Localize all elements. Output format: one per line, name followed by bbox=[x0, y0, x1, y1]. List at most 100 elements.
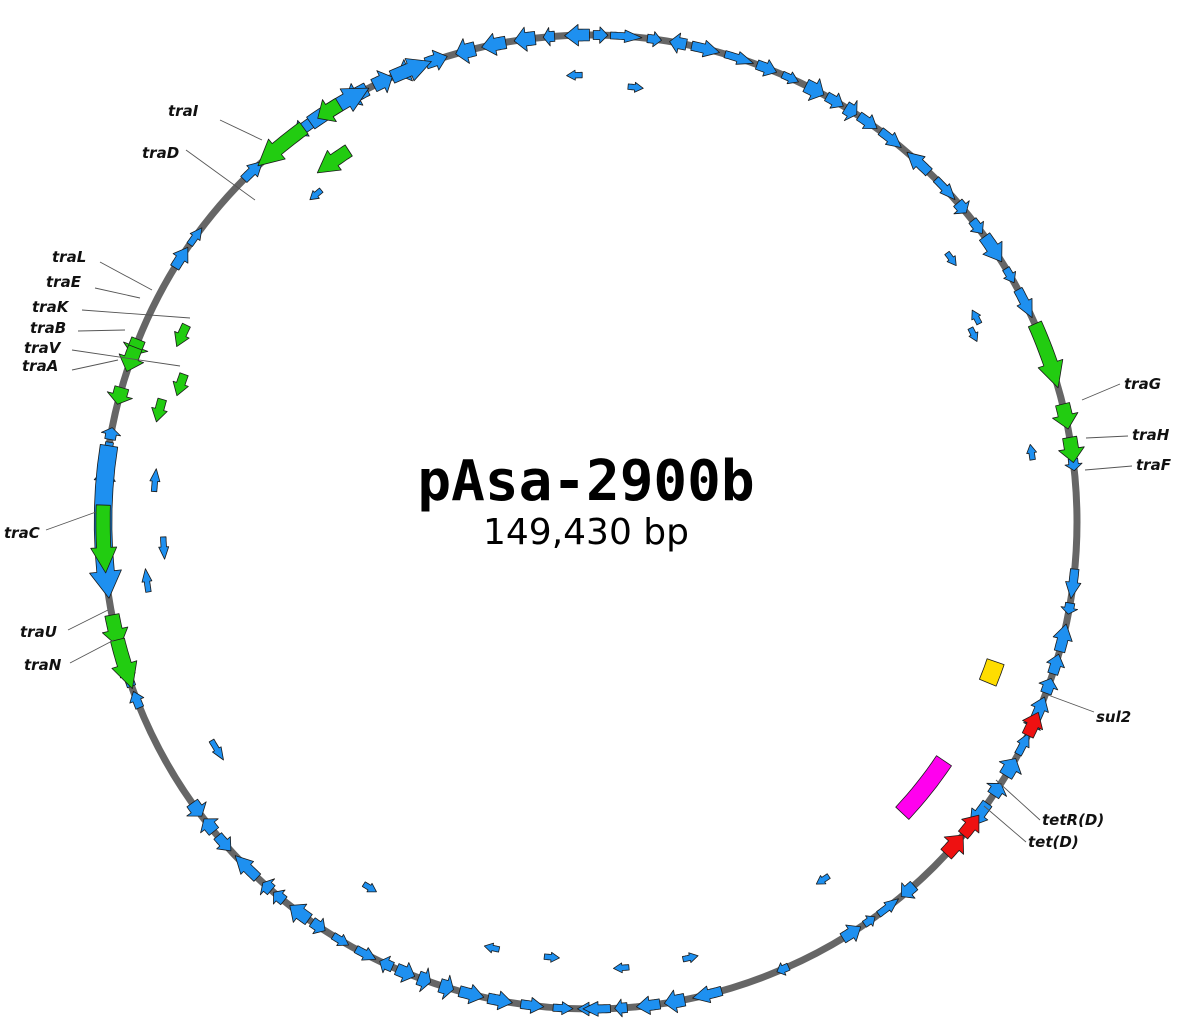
cds-arrow bbox=[353, 945, 377, 961]
inner-cds-arrow bbox=[627, 81, 644, 93]
gene-label-traC: traC bbox=[4, 524, 40, 542]
gene-label-traI: traI bbox=[168, 102, 199, 120]
cds-arrow bbox=[129, 691, 145, 710]
tra-gene-arrow bbox=[317, 98, 344, 122]
cds-arrow bbox=[1002, 266, 1016, 284]
magenta-feature-block bbox=[895, 755, 952, 820]
cds-arrow bbox=[186, 227, 203, 247]
cds-arrow bbox=[455, 38, 477, 64]
gene-label-traE: traE bbox=[46, 273, 82, 291]
cds-arrow bbox=[690, 40, 720, 58]
cds-arrow bbox=[780, 71, 799, 85]
gene-label-traD: traD bbox=[142, 144, 179, 162]
cds-arrow bbox=[101, 427, 121, 441]
cds-arrow bbox=[273, 889, 288, 906]
gene-label-traG: traG bbox=[1124, 375, 1161, 393]
cds-arrow bbox=[932, 176, 956, 200]
tra-gene-arrow bbox=[257, 121, 309, 167]
tra-gene-arrow bbox=[118, 344, 144, 372]
cds-arrow bbox=[457, 984, 485, 1005]
gene-label-traL: traL bbox=[52, 248, 86, 266]
cds-arrow bbox=[423, 49, 448, 71]
tra-gene-arrow bbox=[151, 397, 168, 423]
gene-label-tetR-D: tetR(D) bbox=[1042, 811, 1104, 829]
leader-line bbox=[983, 805, 1027, 843]
inner-cds-arrow bbox=[944, 250, 957, 266]
cds-arrow bbox=[200, 818, 220, 836]
cds-arrow bbox=[723, 50, 754, 65]
cds-arrow bbox=[370, 70, 393, 94]
cds-arrow bbox=[394, 962, 416, 983]
gene-label-traF: traF bbox=[1136, 456, 1172, 474]
inner-cds-arrow bbox=[141, 568, 153, 593]
inner-cds-arrow bbox=[309, 187, 324, 201]
leader-line bbox=[1084, 465, 1133, 471]
tra-gene-arrow bbox=[172, 372, 189, 397]
plasmid-name: pAsa-2900b bbox=[417, 449, 754, 514]
cds-arrow bbox=[259, 878, 276, 896]
inner-cds-arrow bbox=[543, 951, 560, 963]
leader-line bbox=[94, 287, 141, 299]
cds-arrow bbox=[519, 997, 545, 1014]
inner-cds-arrow bbox=[483, 942, 501, 954]
leader-line bbox=[71, 359, 119, 371]
cds-arrow bbox=[636, 995, 662, 1015]
cds-arrow bbox=[906, 151, 933, 177]
cds-arrow bbox=[610, 29, 643, 43]
tra-gene-arrow bbox=[1058, 435, 1085, 463]
cds-arrow bbox=[1060, 601, 1078, 615]
tra-gene-arrow bbox=[90, 504, 118, 574]
cds-arrow bbox=[1038, 678, 1059, 696]
cds-arrow bbox=[839, 924, 862, 944]
cds-arrow bbox=[669, 32, 688, 54]
gene-features bbox=[89, 24, 1085, 1018]
tet-D-gene-arrow bbox=[940, 834, 964, 860]
leader-line bbox=[995, 779, 1041, 821]
cds-arrow bbox=[379, 955, 395, 974]
gene-label-traB: traB bbox=[30, 319, 66, 337]
leader-line bbox=[69, 639, 115, 664]
cds-arrow bbox=[330, 932, 349, 946]
cds-arrow bbox=[614, 998, 628, 1018]
cds-arrow bbox=[877, 127, 902, 148]
gene-label-traU: traU bbox=[20, 623, 57, 641]
inner-cds-arrow bbox=[208, 738, 224, 761]
cds-arrow bbox=[1065, 568, 1082, 600]
cds-arrow bbox=[900, 881, 919, 899]
cds-arrow bbox=[486, 990, 513, 1011]
inner-cds-arrow bbox=[971, 309, 983, 326]
cds-arrow bbox=[646, 31, 662, 48]
leader-line bbox=[81, 309, 191, 319]
leader-line bbox=[99, 261, 153, 291]
leader-line bbox=[67, 609, 109, 631]
inner-cds-arrow bbox=[158, 536, 170, 560]
cds-arrow bbox=[186, 798, 207, 817]
inner-cds-arrow bbox=[1026, 444, 1037, 461]
cds-arrow bbox=[308, 917, 326, 935]
leader-line bbox=[219, 119, 263, 141]
cds-arrow bbox=[213, 832, 232, 852]
cds-arrow bbox=[824, 91, 844, 109]
cds-arrow bbox=[1052, 623, 1073, 654]
cds-arrow bbox=[1046, 653, 1065, 676]
leader-line bbox=[1047, 694, 1095, 713]
cds-arrow bbox=[1014, 732, 1030, 757]
cds-arrow bbox=[986, 782, 1007, 800]
cds-arrow bbox=[1064, 457, 1083, 472]
leader-line bbox=[77, 329, 126, 332]
inner-cds-arrow bbox=[682, 952, 699, 963]
tra-gene-arrow bbox=[1028, 320, 1064, 389]
cds-arrow bbox=[802, 78, 825, 101]
tra-gene-arrow bbox=[110, 637, 138, 689]
cds-arrow bbox=[513, 26, 537, 52]
cds-arrow bbox=[664, 989, 687, 1014]
label-leader-lines bbox=[45, 119, 1133, 843]
cds-arrow bbox=[862, 915, 876, 928]
cds-arrow bbox=[953, 198, 970, 215]
inner-cds-arrow bbox=[613, 962, 630, 974]
inner-cds-arrow bbox=[815, 873, 831, 885]
leader-line bbox=[185, 149, 256, 201]
gene-label-traH: traH bbox=[1132, 426, 1170, 444]
cds-arrow bbox=[552, 1001, 574, 1016]
